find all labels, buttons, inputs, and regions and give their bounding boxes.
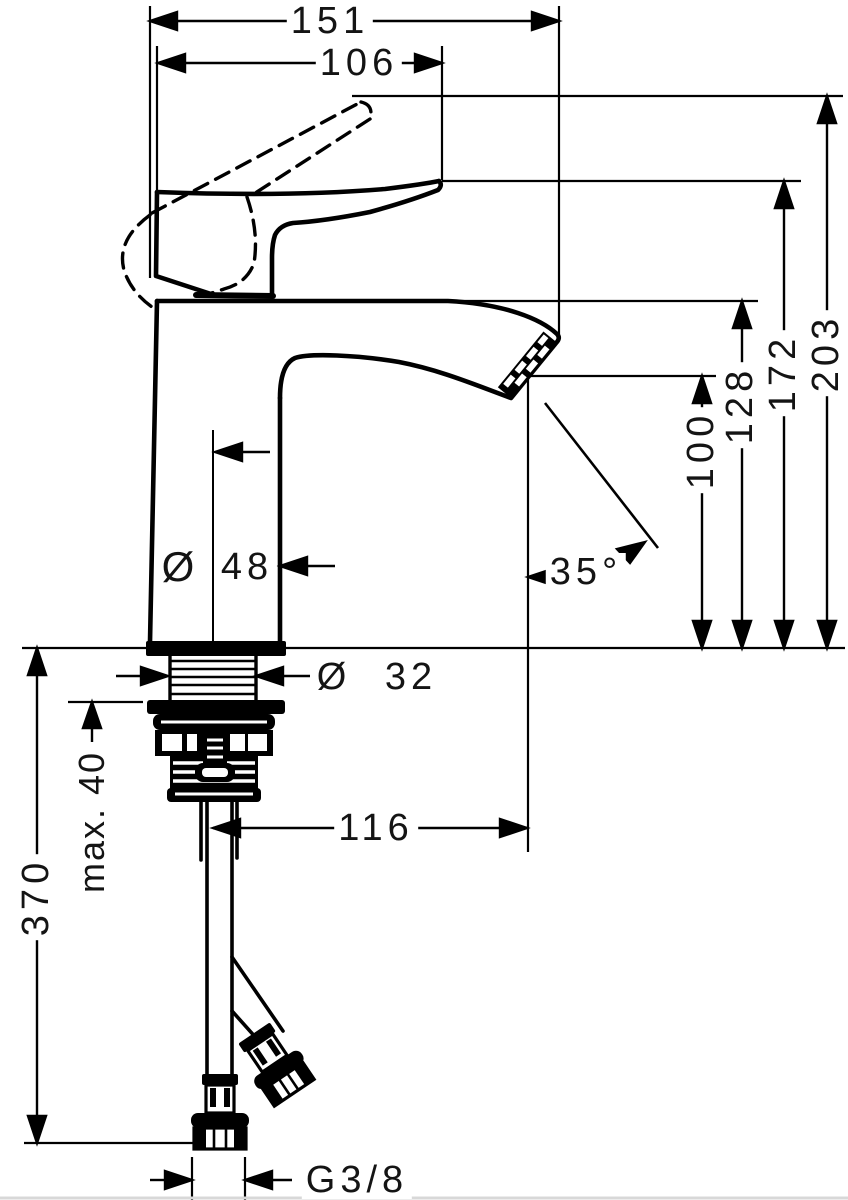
washer bbox=[147, 700, 285, 714]
dim-spout-height-label: 128 bbox=[719, 361, 761, 449]
dim-outlet-reach-label: 116 bbox=[334, 809, 418, 847]
faucet-outline bbox=[147, 178, 562, 645]
shank-diameter-label: Ø 32 bbox=[312, 658, 442, 696]
dim-handle-reach-label: 106 bbox=[315, 44, 403, 82]
raised-handle-dashed bbox=[120, 100, 373, 309]
hose-fitting-a bbox=[191, 1074, 249, 1151]
dim-hose-length-label: 370 bbox=[15, 853, 57, 941]
dim-total-height-label: 203 bbox=[805, 309, 847, 397]
handle-top-edge bbox=[154, 178, 442, 197]
extension-lines bbox=[22, 6, 845, 1200]
body-left-edge bbox=[147, 298, 160, 645]
handle-underside bbox=[269, 178, 444, 300]
spray-angle-label: 35° bbox=[545, 553, 627, 591]
dim-outlet-height-label: 100 bbox=[680, 406, 722, 494]
mounting-hardware bbox=[146, 641, 286, 802]
body-diameter-label: 48 bbox=[216, 548, 278, 586]
spout-outline bbox=[154, 298, 562, 401]
hose-fitting-b bbox=[239, 1023, 317, 1109]
max-thickness-label: max. 40 bbox=[71, 746, 112, 898]
dim-handle-height-label: 172 bbox=[762, 329, 804, 417]
handle-base bbox=[153, 189, 214, 297]
aerator bbox=[497, 331, 557, 398]
connection-thread-label: G3/8 bbox=[301, 1161, 413, 1199]
dim-total-reach-label: 151 bbox=[286, 2, 374, 40]
deck-plate bbox=[146, 641, 286, 656]
shank-threads bbox=[171, 659, 255, 696]
body-diameter-symbol: Ø bbox=[157, 546, 201, 588]
